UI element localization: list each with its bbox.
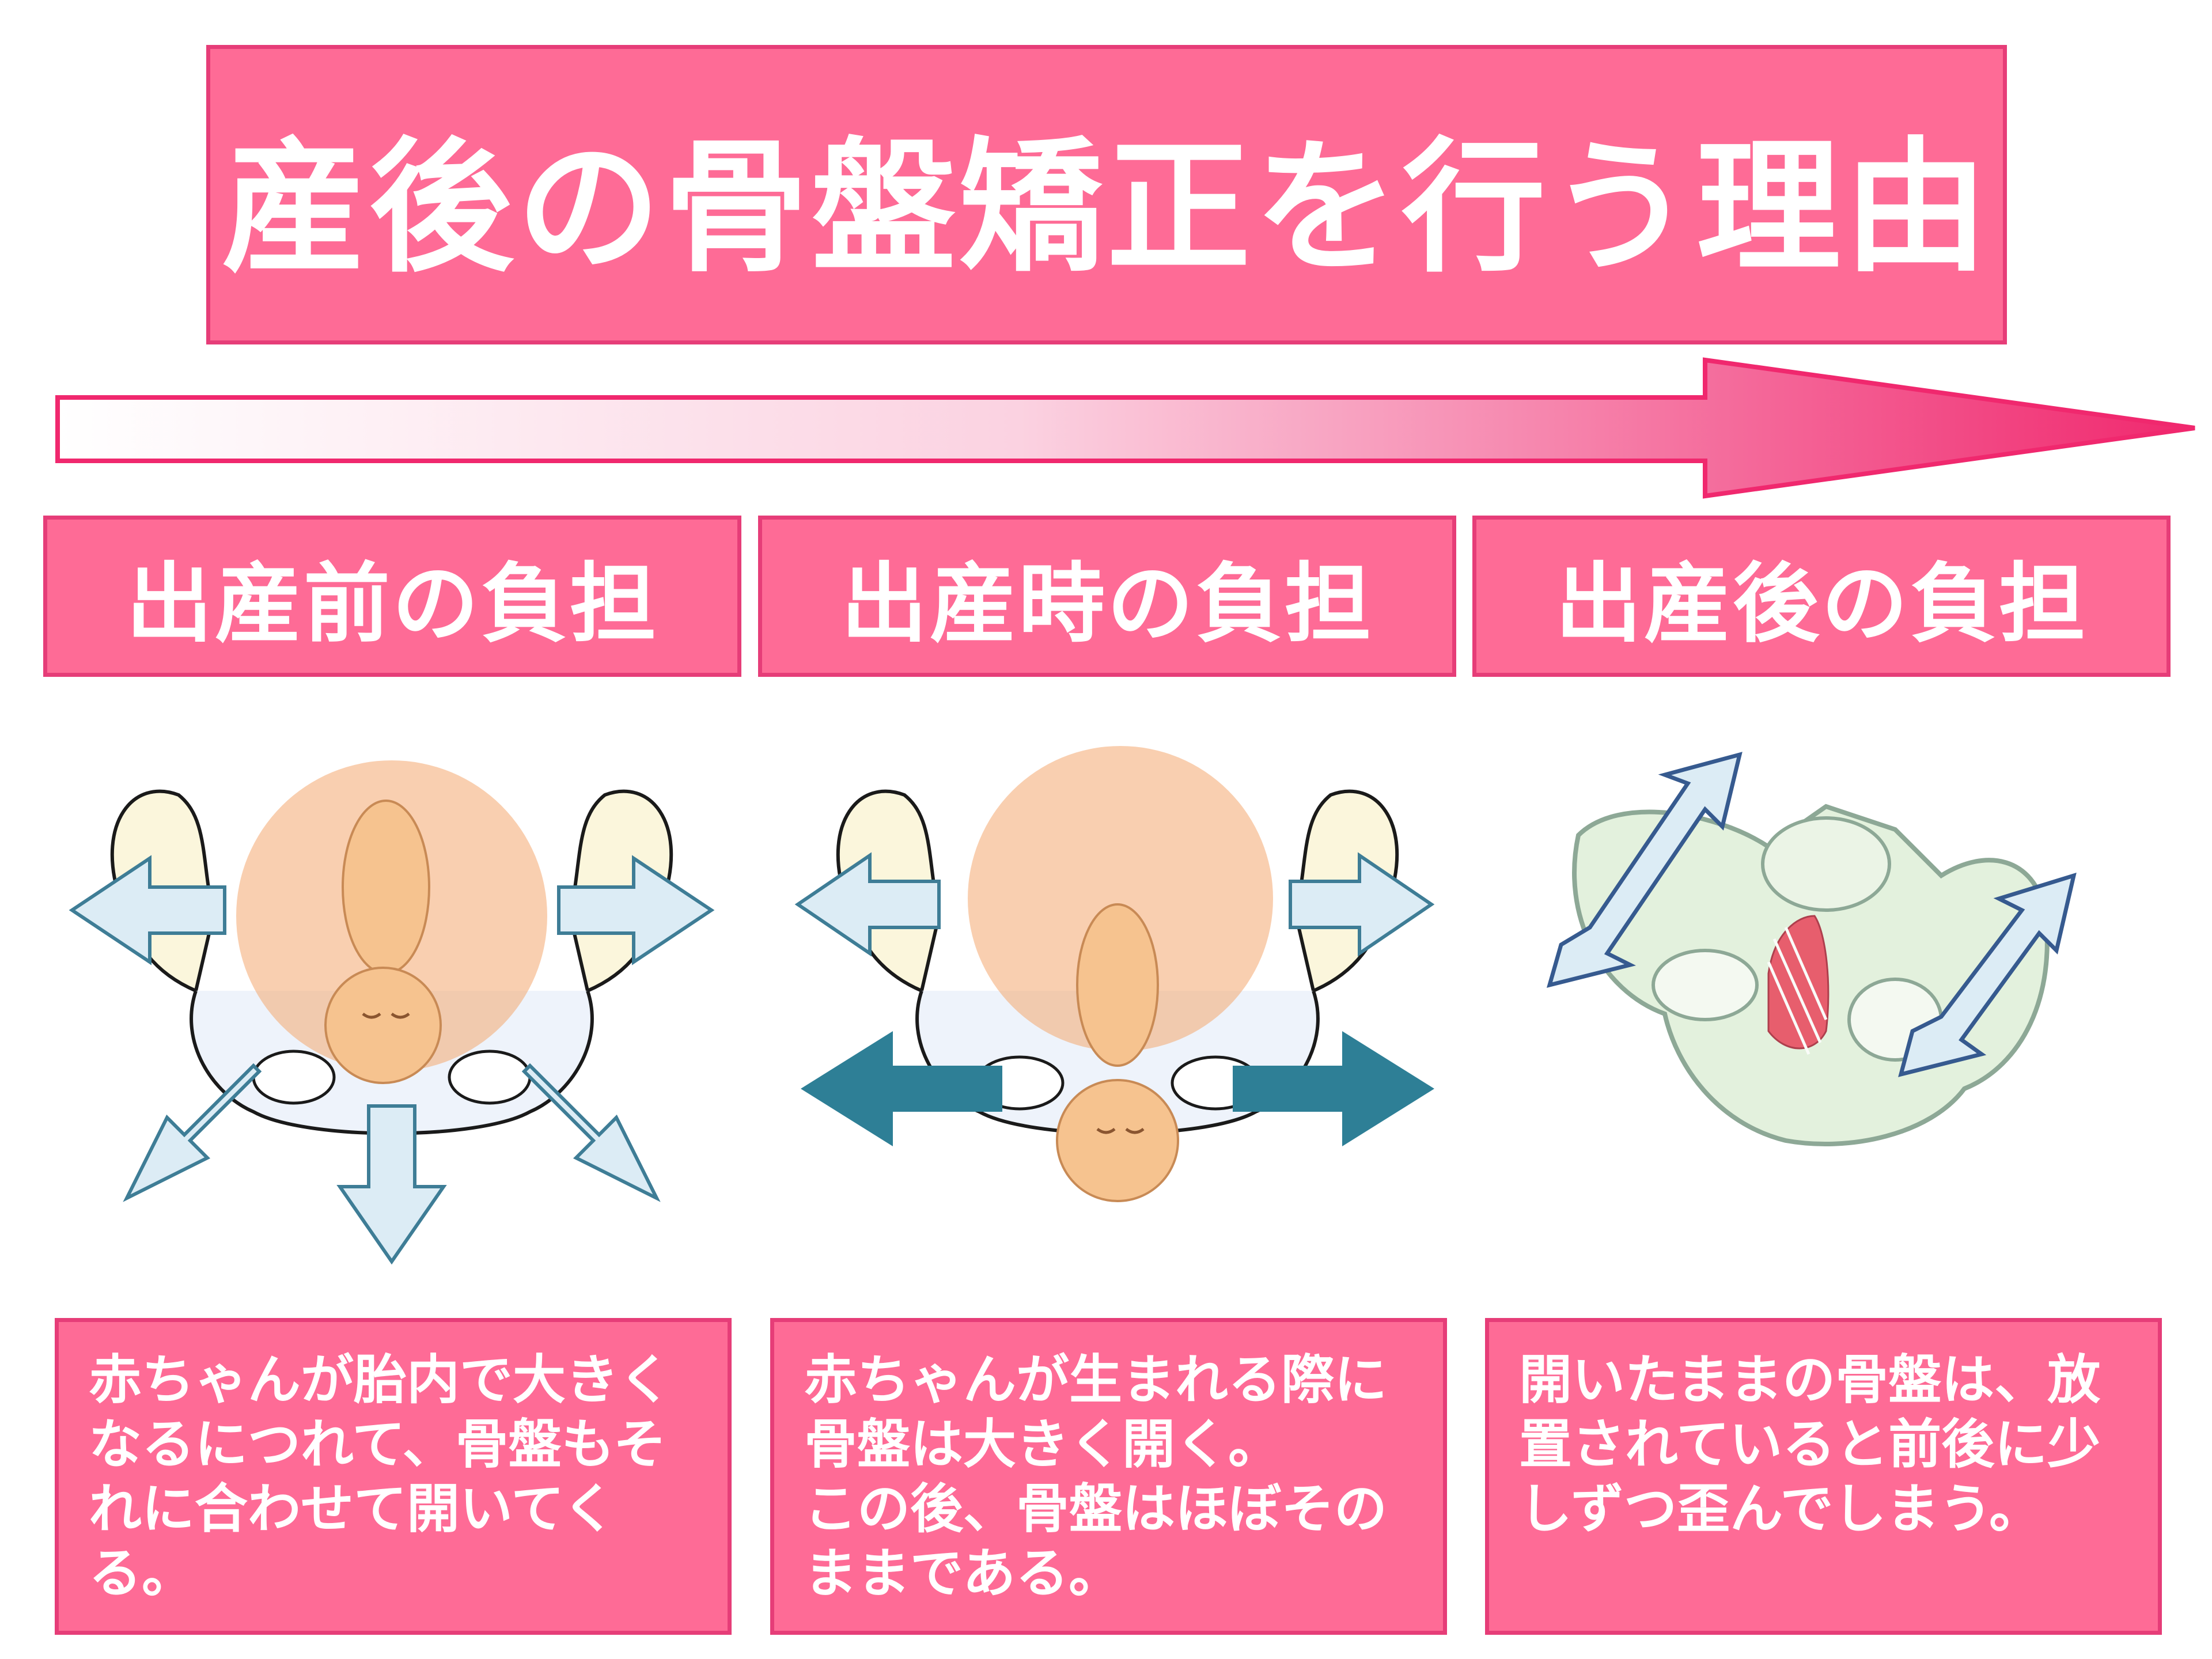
stage-label: 出産時の負担 bbox=[840, 554, 1373, 654]
description-text: 赤ちゃんが胎内で大きくなるにつれて、骨盤もそれに合わせて開いてくる。 bbox=[89, 1349, 672, 1604]
pelvis-expanding-icon bbox=[69, 760, 715, 1265]
description-box-during-birth: 赤ちゃんが生まれる際に骨盤は大きく開く。 この後、骨盤はほぼそのままである。 bbox=[770, 1318, 1447, 1635]
description-box-before-birth: 赤ちゃんが胎内で大きくなるにつれて、骨盤もそれに合わせて開いてくる。 bbox=[55, 1318, 732, 1635]
stage-label: 出産後の負担 bbox=[1555, 554, 2088, 654]
page-title: 産後の骨盤矯正を行う理由 bbox=[222, 124, 1991, 291]
stage-header-during-birth: 出産時の負担 bbox=[758, 516, 1456, 677]
description-text: 赤ちゃんが生まれる際に骨盤は大きく開く。 この後、骨盤はほぼそのままである。 bbox=[804, 1349, 1388, 1604]
timeline-arrow-icon bbox=[55, 357, 2195, 499]
stage-header-after-birth: 出産後の負担 bbox=[1472, 516, 2171, 677]
description-box-after-birth: 開いたままの骨盤は、放置されていると前後に少しずつ歪んでしまう。 bbox=[1485, 1318, 2162, 1635]
description-text: 開いたままの骨盤は、放置されていると前後に少しずつ歪んでしまう。 bbox=[1519, 1349, 2101, 1540]
stage-header-before-birth: 出産前の負担 bbox=[43, 516, 741, 677]
title-banner: 産後の骨盤矯正を行う理由 bbox=[206, 45, 2007, 344]
pelvis-birth-icon bbox=[794, 746, 1435, 1202]
pelvis-distorted-icon bbox=[1546, 752, 2077, 1146]
stage-label: 出産前の負担 bbox=[126, 554, 658, 654]
